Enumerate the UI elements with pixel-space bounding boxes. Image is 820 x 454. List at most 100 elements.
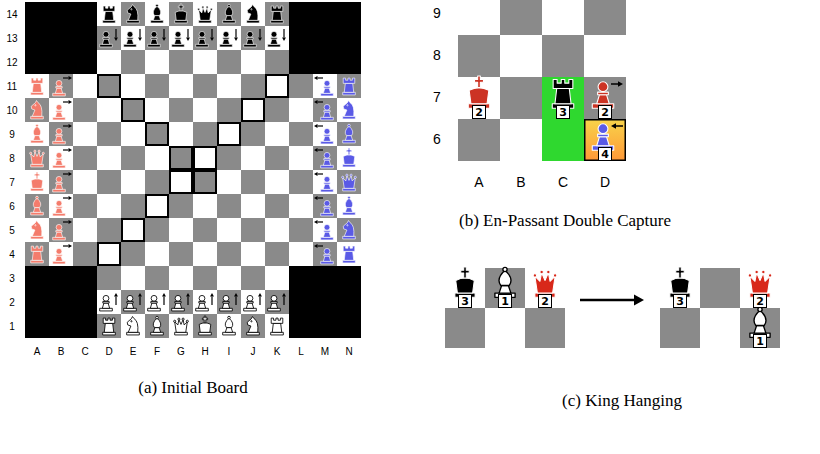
board-square <box>73 266 97 290</box>
chess-piece <box>468 76 489 108</box>
board-square <box>458 77 500 119</box>
piece-part <box>199 20 212 23</box>
piece-part <box>56 248 62 254</box>
arrow-head <box>314 172 318 176</box>
arrow-head <box>69 220 73 224</box>
board-square <box>313 242 337 266</box>
piece-part <box>31 116 44 119</box>
board-square <box>121 266 145 290</box>
piece-part <box>271 295 277 301</box>
board-square <box>241 242 265 266</box>
column-label: A <box>474 175 483 190</box>
board-square <box>193 266 217 290</box>
piece-count-badge: 3 <box>556 105 570 119</box>
board-square <box>265 122 289 146</box>
board-square <box>337 2 361 26</box>
piece-part <box>56 128 62 134</box>
chess-piece <box>124 295 137 311</box>
chess-piece <box>271 318 284 335</box>
board-square <box>121 290 145 314</box>
arrow-head <box>611 123 616 129</box>
board-square <box>445 308 485 348</box>
piece-part <box>343 140 356 143</box>
column-label: C <box>81 346 88 357</box>
row-label: 5 <box>9 225 15 236</box>
chess-piece <box>53 248 66 264</box>
piece-part <box>56 110 62 112</box>
arrow-shaft <box>318 245 324 246</box>
board-square <box>49 74 73 98</box>
piece-part <box>174 320 176 322</box>
piece-part <box>342 176 344 178</box>
piece-part <box>126 303 133 308</box>
board-square <box>145 170 169 194</box>
subfigure-caption: (a) Initial Board <box>138 379 248 398</box>
board-square <box>121 242 145 266</box>
board-square <box>25 146 49 170</box>
piece-part <box>156 4 159 7</box>
board-square <box>217 122 241 146</box>
board-square <box>49 314 73 338</box>
board-square <box>73 218 97 242</box>
piece-part <box>323 160 330 165</box>
piece-part <box>271 37 277 39</box>
chess-piece <box>343 246 356 263</box>
board-square <box>193 26 217 50</box>
piece-part <box>55 160 62 165</box>
row-label: 7 <box>433 90 441 105</box>
arrow-head <box>114 38 118 42</box>
chess-piece <box>244 295 257 311</box>
row-label: 7 <box>9 177 15 188</box>
piece-part <box>223 20 236 23</box>
piece-part <box>202 6 204 8</box>
piece-part <box>555 89 571 104</box>
chess-piece <box>127 5 140 23</box>
piece-part <box>55 232 62 237</box>
piece-part <box>324 104 330 110</box>
piece-part <box>324 254 330 256</box>
arrow-shaft <box>63 245 69 246</box>
piece-part <box>196 44 209 47</box>
column-label: B <box>516 175 525 190</box>
board-square <box>500 77 542 119</box>
piece-part <box>271 318 283 323</box>
outlined-square <box>170 171 192 193</box>
chess-piece <box>53 200 66 216</box>
arrow-shaft <box>211 297 212 306</box>
board-square <box>289 242 313 266</box>
board-square <box>145 2 169 26</box>
board-square <box>169 170 193 194</box>
piece-part <box>56 230 62 232</box>
board-square <box>289 98 313 122</box>
piece-part <box>31 140 44 143</box>
arrow-shaft <box>63 101 69 102</box>
piece-part <box>55 208 62 213</box>
row-label: 10 <box>6 105 17 116</box>
piece-part <box>324 152 330 158</box>
board-square <box>337 74 361 98</box>
piece-part <box>247 37 253 39</box>
chess-piece <box>172 31 185 47</box>
board-square <box>97 266 121 290</box>
piece-part <box>31 164 44 167</box>
piece-part <box>198 39 205 44</box>
board-square <box>289 170 313 194</box>
board-square <box>97 314 121 338</box>
board-square <box>49 2 73 26</box>
piece-part <box>345 208 352 213</box>
board-square <box>193 2 217 26</box>
piece-part <box>324 200 330 206</box>
board-square <box>660 308 700 348</box>
piece-part <box>131 321 132 322</box>
arrow-head <box>69 148 73 152</box>
chess-piece <box>321 224 334 240</box>
piece-part <box>754 326 766 334</box>
piece-part <box>499 286 511 294</box>
board-square <box>337 50 361 74</box>
piece-part <box>345 136 352 141</box>
piece-part <box>31 78 43 83</box>
board-square <box>337 122 361 146</box>
board-square <box>289 194 313 218</box>
arrow-shaft <box>63 221 69 222</box>
piece-part <box>270 303 277 308</box>
